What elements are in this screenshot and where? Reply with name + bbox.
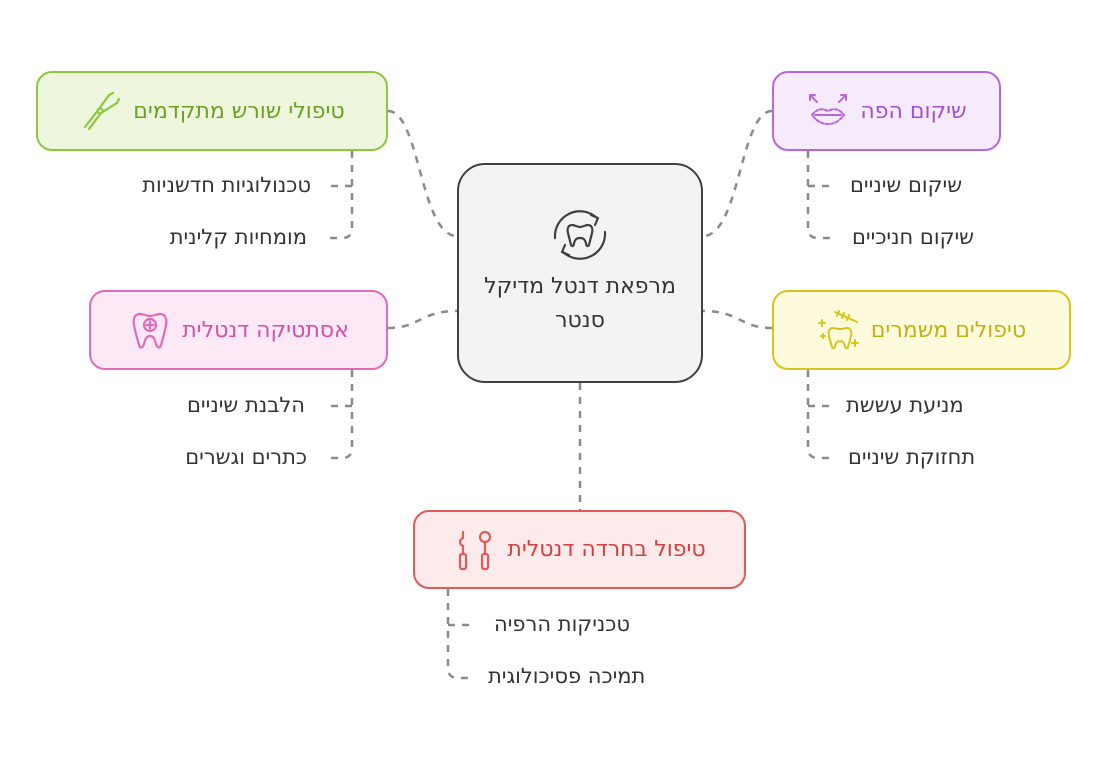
leaf-mouth-1: שיקום שיניים [850, 173, 963, 197]
dental-tools-icon [459, 530, 492, 570]
branch-dental-anxiety: טיפול בחרדה דנטלית [413, 510, 746, 589]
leaf-mouth-2: שיקום חניכיים [852, 225, 975, 249]
leaf-preventive-1: מניעת עששת [846, 393, 964, 417]
branch-aesthetic: אסתטיקה דנטלית [89, 290, 388, 370]
connector-mouth-leaves [806, 151, 836, 240]
branch-dental-anxiety-label: טיפול בחרדה דנטלית [507, 537, 706, 562]
connector-center-root [387, 109, 458, 238]
leaf-anxiety-1: טכניקות הרפיה [494, 612, 631, 636]
toothbrush-icon [817, 310, 859, 350]
branch-mouth-rehab-label: שיקום הפה [860, 98, 967, 124]
leaf-root-2: מומחיות קלינית [169, 225, 307, 249]
branch-mouth-rehab: שיקום הפה [772, 71, 1001, 151]
tooth-refresh-icon [553, 210, 607, 260]
center-node: מרפאת דנטל מדיקל סנטר [457, 163, 703, 383]
connector-aesthetic-leaves [328, 370, 354, 460]
connector-preventive-leaves [806, 370, 832, 460]
connector-center-mouth [702, 109, 773, 238]
branch-aesthetic-label: אסתטיקה דנטלית [182, 317, 349, 343]
connector-center-preventive [702, 309, 773, 330]
connector-center-aesthetic [387, 309, 458, 330]
branch-root-canal: טיפולי שורש מתקדמים [36, 71, 388, 151]
connector-root-leaves [328, 151, 354, 240]
branch-root-canal-label: טיפולי שורש מתקדמים [133, 98, 345, 124]
leaf-preventive-2: תחזוקת שיניים [848, 445, 976, 469]
branch-preventive: טיפולים משמרים [772, 290, 1071, 370]
leaf-aesthetic-2: כתרים וגשרים [185, 445, 307, 469]
lips-icon [809, 94, 848, 125]
tooth-plus-icon [132, 312, 168, 349]
center-title: מרפאת דנטל מדיקל סנטר [484, 274, 676, 333]
leaf-aesthetic-1: הלבנת שיניים [187, 393, 305, 417]
leaf-root-1: טכנולוגיות חדשניות [142, 173, 311, 197]
connector-anxiety-leaves [446, 589, 472, 680]
pliers-icon [84, 91, 121, 131]
branch-preventive-label: טיפולים משמרים [870, 317, 1027, 343]
leaf-anxiety-2: תמיכה פסיכולוגית [488, 664, 646, 688]
